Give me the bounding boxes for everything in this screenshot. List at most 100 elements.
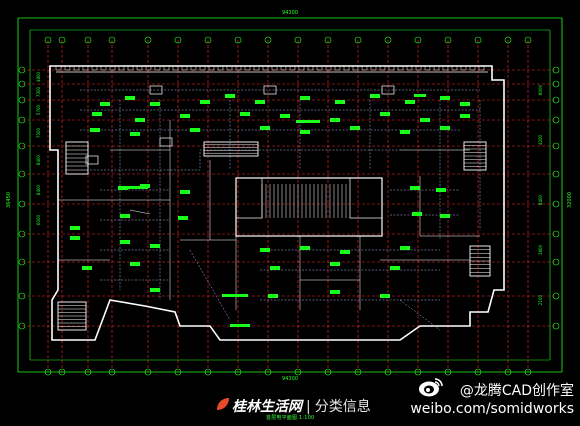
grid-bubble bbox=[204, 368, 212, 376]
lighting-fixture bbox=[340, 250, 350, 254]
distribution-panel bbox=[85, 155, 99, 165]
grid-bubble bbox=[552, 292, 560, 300]
facade-window-mark bbox=[64, 65, 71, 71]
lighting-fixture bbox=[120, 240, 130, 244]
lighting-fixture bbox=[90, 128, 100, 132]
grid-bubble bbox=[552, 230, 560, 238]
right-dimension-label: 8400 bbox=[538, 194, 543, 205]
facade-window-mark bbox=[199, 65, 206, 71]
grid-bubble bbox=[504, 368, 512, 376]
lighting-fixture bbox=[410, 186, 420, 190]
facade-window-mark bbox=[406, 65, 413, 71]
grid-bubble bbox=[18, 66, 26, 74]
facade-window-mark bbox=[91, 65, 98, 71]
facade-window-mark bbox=[262, 65, 269, 71]
weibo-url: weibo.com/somidworks bbox=[410, 401, 574, 417]
site-brand: 桂林生活网 bbox=[232, 399, 302, 415]
lighting-fixture bbox=[130, 262, 140, 266]
grid-bubble bbox=[414, 36, 422, 44]
lighting-fixture bbox=[268, 294, 278, 298]
facade-window-mark bbox=[55, 65, 62, 71]
grid-bubble bbox=[324, 36, 332, 44]
lighting-fixture bbox=[70, 236, 80, 240]
lighting-fixture bbox=[335, 100, 345, 104]
lighting-fixture bbox=[330, 118, 340, 122]
facade-window-mark bbox=[289, 65, 296, 71]
grid-bubble bbox=[324, 368, 332, 376]
grid-bubble bbox=[294, 368, 302, 376]
grid-bubble bbox=[18, 142, 26, 150]
lighting-fixture bbox=[180, 190, 190, 194]
facade-window-mark bbox=[127, 65, 134, 71]
grid-bubble bbox=[552, 116, 560, 124]
core-room bbox=[235, 177, 263, 219]
lighting-fixture bbox=[296, 120, 320, 123]
weibo-icon bbox=[419, 378, 443, 397]
facade-window-mark bbox=[145, 65, 152, 71]
facade-window-mark bbox=[172, 65, 179, 71]
electrical-wiring-run bbox=[399, 299, 441, 331]
facade-window-mark bbox=[433, 65, 440, 71]
lighting-fixture bbox=[92, 112, 102, 116]
lighting-fixture bbox=[380, 294, 390, 298]
grid-bubble bbox=[444, 368, 452, 376]
facade-window-mark bbox=[478, 65, 485, 71]
facade-window-mark bbox=[253, 65, 260, 71]
grid-bubble bbox=[174, 368, 182, 376]
central-core-wall bbox=[235, 177, 383, 237]
grid-bubble bbox=[18, 80, 26, 88]
lighting-fixture bbox=[330, 262, 340, 266]
grid-bubble bbox=[474, 368, 482, 376]
electrical-wiring-run bbox=[90, 149, 400, 171]
grid-bubble bbox=[18, 258, 26, 266]
site-section: 分类信息 bbox=[314, 399, 371, 415]
lighting-fixture bbox=[400, 130, 410, 134]
grid-bubble bbox=[474, 36, 482, 44]
north-stair-block bbox=[203, 141, 259, 157]
lighting-fixture bbox=[390, 266, 400, 270]
site-logo-icon bbox=[217, 398, 229, 410]
facade-window-mark bbox=[109, 65, 116, 71]
lighting-fixture bbox=[300, 96, 310, 100]
lighting-fixture bbox=[440, 96, 450, 100]
facade-window-mark bbox=[460, 65, 467, 71]
lighting-fixture bbox=[300, 130, 310, 134]
lighting-fixture bbox=[405, 100, 415, 104]
grid-bubble bbox=[552, 322, 560, 330]
left-dimension-label: 7300 bbox=[36, 86, 41, 97]
grid-bubble bbox=[264, 368, 272, 376]
grid-bubble bbox=[44, 36, 52, 44]
facade-window-mark bbox=[226, 65, 233, 71]
facade-window-mark bbox=[424, 65, 431, 71]
left-dimension-label: 8400 bbox=[36, 184, 41, 195]
electrical-wiring-run bbox=[189, 249, 231, 321]
grid-bubble bbox=[18, 170, 26, 178]
lighting-fixture bbox=[330, 290, 340, 294]
grid-bubble bbox=[44, 368, 52, 376]
grid-bubble bbox=[354, 368, 362, 376]
left-dimension-label: 6000 bbox=[36, 214, 41, 225]
lighting-fixture bbox=[460, 102, 470, 106]
grid-bubble bbox=[414, 368, 422, 376]
grid-bubble bbox=[552, 80, 560, 88]
lighting-fixture bbox=[135, 118, 145, 122]
lighting-fixture bbox=[82, 266, 92, 270]
grid-bubble bbox=[552, 258, 560, 266]
right-dimension-label: 4200 bbox=[538, 134, 543, 145]
lighting-fixture bbox=[370, 94, 380, 98]
lighting-fixture bbox=[260, 126, 270, 130]
lighting-fixture bbox=[460, 114, 470, 118]
facade-window-mark bbox=[82, 65, 89, 71]
facade-window-mark bbox=[136, 65, 143, 71]
grid-bubble bbox=[108, 36, 116, 44]
facade-window-mark bbox=[370, 65, 377, 71]
lighting-fixture bbox=[440, 214, 450, 218]
right-dimension-label: 8000 bbox=[538, 84, 543, 95]
grid-bubble bbox=[84, 368, 92, 376]
facade-window-mark bbox=[388, 65, 395, 71]
facade-window-mark bbox=[208, 65, 215, 71]
facade-window-mark bbox=[451, 65, 458, 71]
lighting-fixture bbox=[130, 132, 140, 136]
facade-window-mark bbox=[352, 65, 359, 71]
